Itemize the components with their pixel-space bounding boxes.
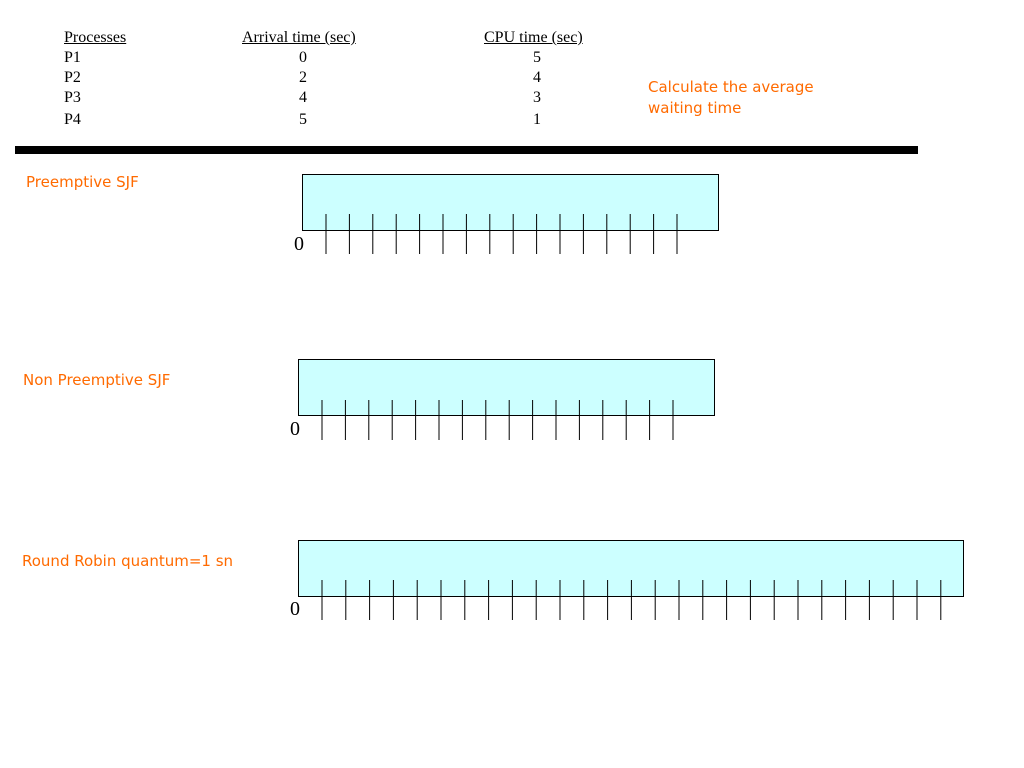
row-p2-arrival: 2 [299,69,307,86]
row-p4-cpu: 1 [533,111,541,128]
row-p3-cpu: 3 [533,89,541,106]
row-p3-process: P3 [64,89,81,106]
label-preemptive-sjf: Preemptive SJF [26,173,139,191]
header-arrival-time: Arrival time (sec) [242,29,356,46]
row-p3-arrival: 4 [299,89,307,106]
row-p1-process: P1 [64,49,81,66]
instruction-note: Calculate the average waiting time [648,78,814,117]
row-p1-cpu: 5 [533,49,541,66]
time-zero-non-preemptive-sjf: 0 [290,418,300,440]
divider-bar [15,146,918,154]
time-zero-preemptive-sjf: 0 [294,233,304,255]
row-p1-arrival: 0 [299,49,307,66]
header-cpu-time: CPU time (sec) [484,29,583,46]
gantt-bar-non-preemptive-sjf [298,359,715,416]
label-round-robin: Round Robin quantum=1 sn [22,552,234,570]
gantt-bar-preemptive-sjf [302,174,719,231]
row-p4-arrival: 5 [299,111,307,128]
label-non-preemptive-sjf: Non Preemptive SJF [23,371,171,389]
row-p4-process: P4 [64,111,81,128]
time-zero-round-robin: 0 [290,598,300,620]
row-p2-process: P2 [64,69,81,86]
row-p2-cpu: 4 [533,69,541,86]
header-processes: Processes [64,29,127,46]
